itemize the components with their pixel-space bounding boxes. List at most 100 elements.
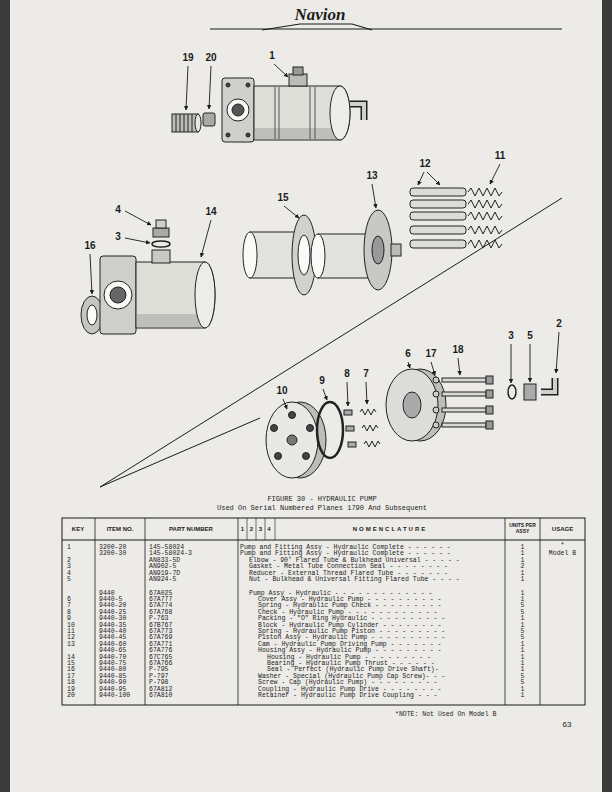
cylinder-block [303, 453, 310, 460]
pump-assembly [246, 133, 250, 137]
table-header: UNITS PER ASSY [507, 523, 539, 534]
page-paper [10, 0, 602, 792]
pump-assembly [279, 87, 280, 139]
pump-housing [81, 220, 215, 334]
pump-housing [156, 220, 166, 228]
thrust-bearing [243, 232, 257, 278]
cylinder-block [362, 425, 378, 431]
pump-assembly [226, 83, 230, 87]
pump-housing [137, 314, 205, 327]
leader-line [511, 344, 512, 383]
cylinder-block [275, 453, 282, 460]
piston-set [410, 212, 466, 220]
units-per-assy: 1 [521, 577, 525, 584]
pump-cover [541, 378, 555, 392]
pump-housing [153, 228, 169, 237]
thrust-bearing [298, 235, 310, 275]
callout-number: 2 [556, 319, 562, 329]
pump-assembly [172, 67, 364, 142]
table-header: 2 [250, 526, 253, 532]
callout-number: 6 [405, 349, 411, 359]
leader-line [186, 66, 188, 110]
piston-set [468, 212, 502, 220]
item-number: 9440-100 [99, 693, 130, 700]
pump-housing [195, 262, 215, 328]
callout-number: 13 [366, 171, 377, 181]
pump-cover [433, 377, 439, 383]
callout-number: 15 [277, 193, 288, 203]
pump-assembly [275, 87, 276, 139]
callout-number: 3 [508, 331, 514, 341]
header-rule [210, 24, 562, 30]
parts-table-grid [265, 518, 266, 540]
pump-cover [433, 391, 439, 397]
callout-number: 10 [276, 386, 287, 396]
pump-housing [152, 241, 170, 247]
table-header: 4 [267, 526, 272, 532]
wedge-line [100, 198, 562, 487]
pump-assembly [226, 133, 230, 137]
brand-logo: Navion [295, 6, 346, 23]
table-header: ITEM NO. [107, 526, 134, 532]
pump-cover [524, 384, 536, 400]
pump-housing [136, 262, 215, 328]
leader-line [125, 238, 150, 243]
parts-table-grid [275, 518, 276, 540]
pump-assembly [180, 114, 181, 132]
units-per-assy: 1 [521, 693, 525, 700]
key-cell: 20 [67, 693, 75, 700]
cylinder-block [360, 409, 376, 415]
leader-line [283, 399, 287, 409]
piston-set [410, 200, 466, 208]
wedge-line [100, 418, 260, 487]
pump-assembly [176, 114, 177, 132]
leader-line [372, 184, 376, 208]
piston-set [468, 188, 502, 196]
leader-line [323, 389, 327, 400]
table-header: KEY [72, 526, 84, 532]
callout-number: 8 [344, 369, 350, 379]
thrust-bearing [243, 215, 316, 295]
pump-housing [104, 281, 132, 309]
usage: * [561, 543, 565, 550]
leader-line [201, 220, 211, 257]
cylinder-block [344, 410, 352, 415]
leader-line [347, 382, 348, 406]
parts-table-grid [62, 540, 585, 541]
cylinder-block [317, 402, 343, 458]
piston-set [410, 240, 466, 248]
pump-assembly [222, 78, 254, 142]
part-number: 67A810 [149, 693, 172, 700]
key-cell: 13 [67, 642, 75, 649]
piston-set [410, 226, 466, 234]
cylinder-block [266, 402, 318, 478]
parts-table-grid [505, 518, 506, 705]
pump-cover [442, 392, 486, 396]
piston-set [468, 240, 502, 248]
cylinder-block [287, 435, 297, 445]
drive-cam [364, 210, 392, 290]
leader-line [90, 254, 92, 294]
pump-assembly [289, 74, 307, 86]
callout-number: 4 [115, 205, 121, 215]
pump-assembly [254, 86, 350, 140]
part-number: AN924-5 [149, 577, 176, 584]
key-cell: 5 [67, 577, 71, 584]
pump-cover [442, 378, 486, 382]
parts-table-grid [238, 518, 239, 705]
figure-title: FIGURE 30 - HYDRAULIC PUMP [267, 496, 376, 503]
pump-assembly [310, 87, 311, 139]
pump-cover [403, 392, 421, 418]
nomenclature: Nut - Bulkhead & Universal Fitting Flare… [249, 577, 460, 584]
leader-line [408, 362, 410, 368]
cylinder-block [271, 425, 278, 432]
pump-cover [541, 378, 555, 392]
leader-line [530, 344, 531, 382]
leader-line [418, 172, 424, 185]
cylinder-block [266, 402, 380, 478]
callout-number: 1 [269, 51, 275, 61]
pump-assembly [188, 114, 189, 132]
item-number: 3200-30 [99, 551, 126, 558]
drive-cam [311, 234, 325, 278]
callout-number: 18 [452, 345, 463, 355]
